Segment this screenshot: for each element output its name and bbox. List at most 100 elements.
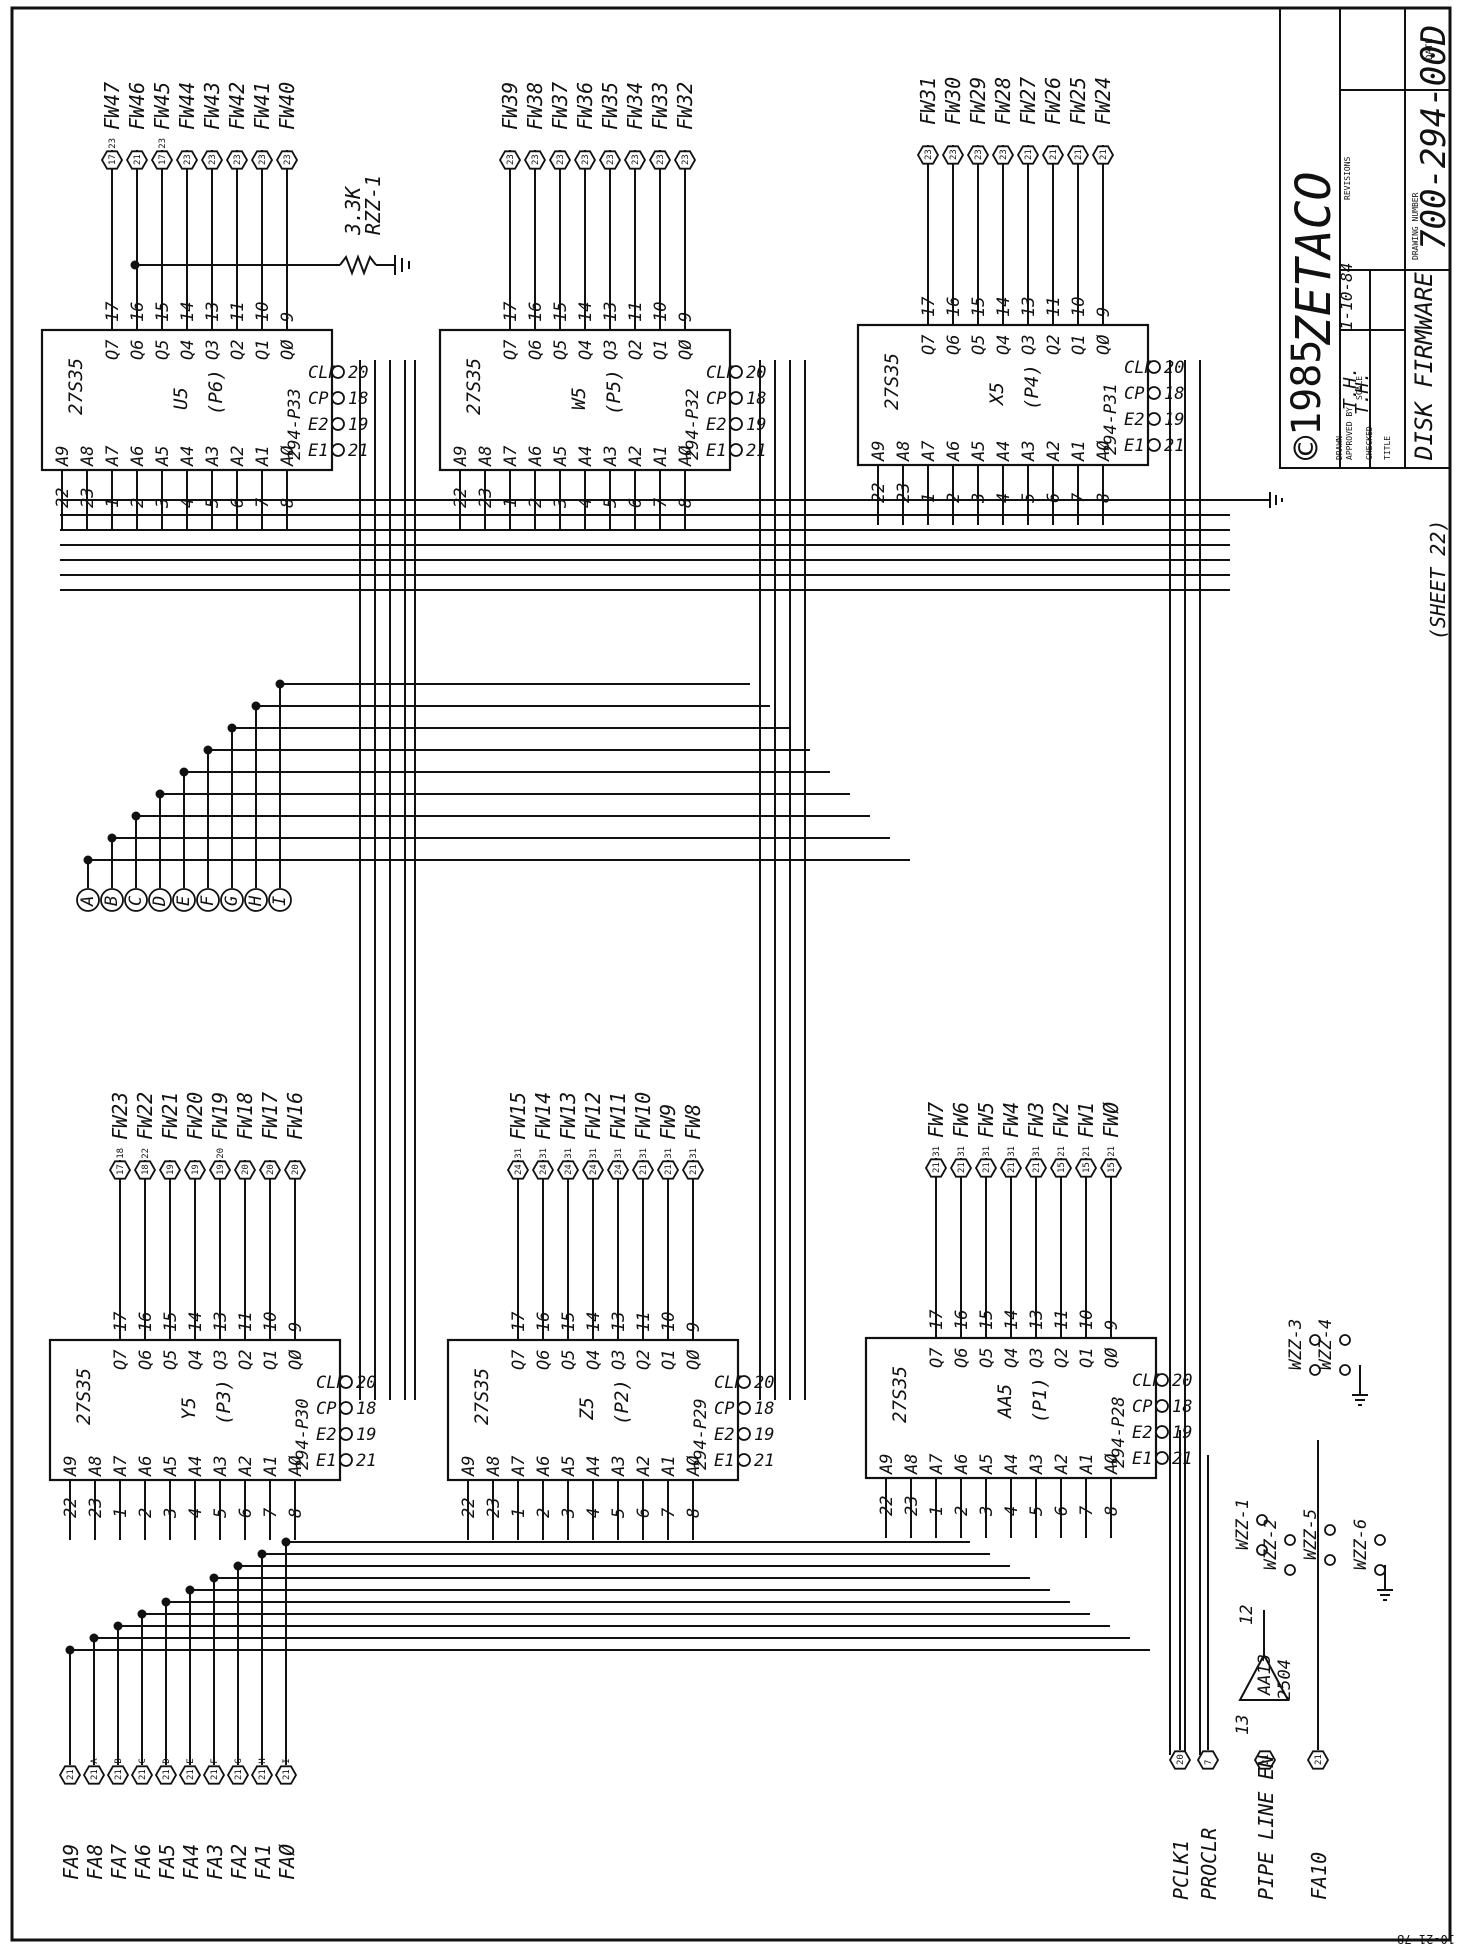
firmware-output-label: FW47 (100, 82, 124, 130)
offsheet-connector: 19 (158, 1160, 182, 1180)
outputs-w5: FW3923FW3823FW3723FW3623FW3523FW3423FW33… (498, 82, 697, 170)
ground-symbol (1377, 1565, 1393, 1601)
address-pin-label: AØ (278, 446, 298, 467)
offsheet-connector: 23 (648, 150, 672, 170)
address-input-label: FA2 (227, 1844, 251, 1880)
output-pin-label: Q6 (952, 1348, 972, 1368)
output-pin-label: QØ (1094, 335, 1114, 355)
output-pin-label: QØ (286, 1350, 306, 1370)
connector-sheet-number: 21 C (138, 1758, 148, 1780)
offsheet-connector: 20 (283, 1160, 307, 1180)
jumper-wzz-6: WZZ-6 (1351, 1519, 1386, 1576)
connector-sheet-number: 23 (606, 154, 616, 165)
address-pin-label: A9 (459, 1456, 479, 1477)
chip-body (864, 1336, 1158, 1480)
title-label: TITLE (1383, 436, 1392, 460)
jumper-post (1284, 1534, 1296, 1546)
address-pin-label: A4 (994, 441, 1014, 462)
address-pin-label: A9 (869, 441, 889, 462)
junction-dot (131, 811, 141, 821)
control-pin-bubble (729, 365, 743, 379)
address-pin-label: A7 (919, 440, 939, 462)
offsheet-connector: 23 (966, 145, 990, 165)
firmware-output-label: FW44 (175, 82, 199, 130)
connector-hexagon (1016, 145, 1040, 165)
offsheet-connector: 15 21 (1074, 1146, 1098, 1178)
offsheet-connector: 7 (1196, 1750, 1220, 1770)
control-pin-bubble (1147, 438, 1161, 452)
connector-sheet-number: 24 31 (539, 1148, 549, 1175)
output-pin-label: Q5 (969, 335, 989, 355)
company-name: ZETACO (1286, 172, 1342, 346)
connector-hexagon (941, 145, 965, 165)
connector-sheet-number: 24 31 (614, 1148, 624, 1175)
revisions-label: REVISIONS (1343, 156, 1352, 200)
chip-reference: AA5 (994, 1384, 1016, 1419)
offsheet-connector: 24 31 (506, 1148, 530, 1180)
letter-circle (148, 888, 172, 912)
offsheet-connector: 15 21 (1099, 1146, 1123, 1178)
letter-circle (124, 888, 148, 912)
firmware-output-label: FW2 (1049, 1102, 1073, 1138)
chip-firmware-id: 294-P30 (293, 1398, 313, 1470)
control-pin-number: 20 (348, 363, 368, 383)
control-pin-label: E2 (308, 415, 328, 435)
connector-sheet-number: 19 20 (216, 1148, 226, 1175)
junction-dot (107, 833, 117, 843)
connector-sheet-number: 21 31 (1032, 1146, 1042, 1173)
connector-sheet-number: 20 (1176, 1754, 1186, 1765)
connector-hexagon (606, 1160, 630, 1180)
connector-hexagon (200, 150, 224, 170)
address-pin-label: A1 (1069, 441, 1089, 462)
output-pin-label: Q6 (526, 340, 546, 360)
copyright-text: ©1985 (1284, 340, 1330, 460)
connector-hexagon (1049, 1158, 1073, 1178)
jumper-post (1284, 1564, 1296, 1576)
control-pin-bubble (737, 1453, 751, 1467)
control-input-label: FA10 (1307, 1852, 1331, 1900)
chip-body (446, 1338, 740, 1482)
chip-firmware-id: 294-P28 (1109, 1396, 1129, 1468)
firmware-output-label: FW30 (941, 77, 965, 125)
junction-dot (281, 1537, 291, 1547)
offsheet-connector: 21 H (250, 1758, 274, 1785)
chip-position: (P3) (213, 1379, 235, 1425)
address-pin-label: A3 (1027, 1454, 1047, 1475)
connector-sheet-number: 21 I (282, 1758, 292, 1780)
connector-sheet-number: 23 (681, 154, 691, 165)
control-input-label: PIPE LINE EN (1254, 1755, 1278, 1900)
control-pin-label: E1 (706, 441, 726, 461)
firmware-output-label: FW42 (225, 82, 249, 130)
control-pin-bubble (331, 365, 345, 379)
offpage-letter-connector: A (76, 888, 100, 912)
jumper-post (1309, 1364, 1321, 1376)
address-input-label: FA9 (59, 1844, 83, 1880)
control-pin-label: E1 (1124, 436, 1144, 456)
offsheet-connector: 21 I (274, 1758, 298, 1785)
address-pin-label: A6 (944, 441, 964, 462)
chip-part-number: 27S35 (463, 358, 485, 415)
letter-circle (100, 888, 124, 912)
letter-circle (244, 888, 268, 912)
firmware-output-label: FW23 (108, 1092, 132, 1140)
firmware-output-label: FW18 (233, 1092, 257, 1140)
connector-hexagon (250, 150, 274, 170)
output-pin-label: Q3 (609, 1350, 629, 1370)
control-pin-number: 20 (356, 1373, 376, 1393)
drawn-initials: T.H. (1340, 367, 1361, 410)
connector-sheet-number: 21 F (210, 1758, 220, 1780)
output-pin-label: Q7 (103, 339, 123, 360)
connector-hexagon (1253, 1750, 1277, 1770)
chip-part-number: 27S35 (73, 1368, 95, 1425)
output-pin-label: Q3 (601, 340, 621, 360)
address-pin-label: A5 (551, 446, 571, 467)
jumper-wzz-5: WZZ-5 (1301, 1509, 1336, 1566)
chip-firmware-id: 294-P31 (1101, 383, 1121, 455)
resistor-value: 3.3K (341, 185, 365, 236)
output-pin-label: Q3 (1027, 1348, 1047, 1368)
address-input-label: FA3 (203, 1844, 227, 1880)
